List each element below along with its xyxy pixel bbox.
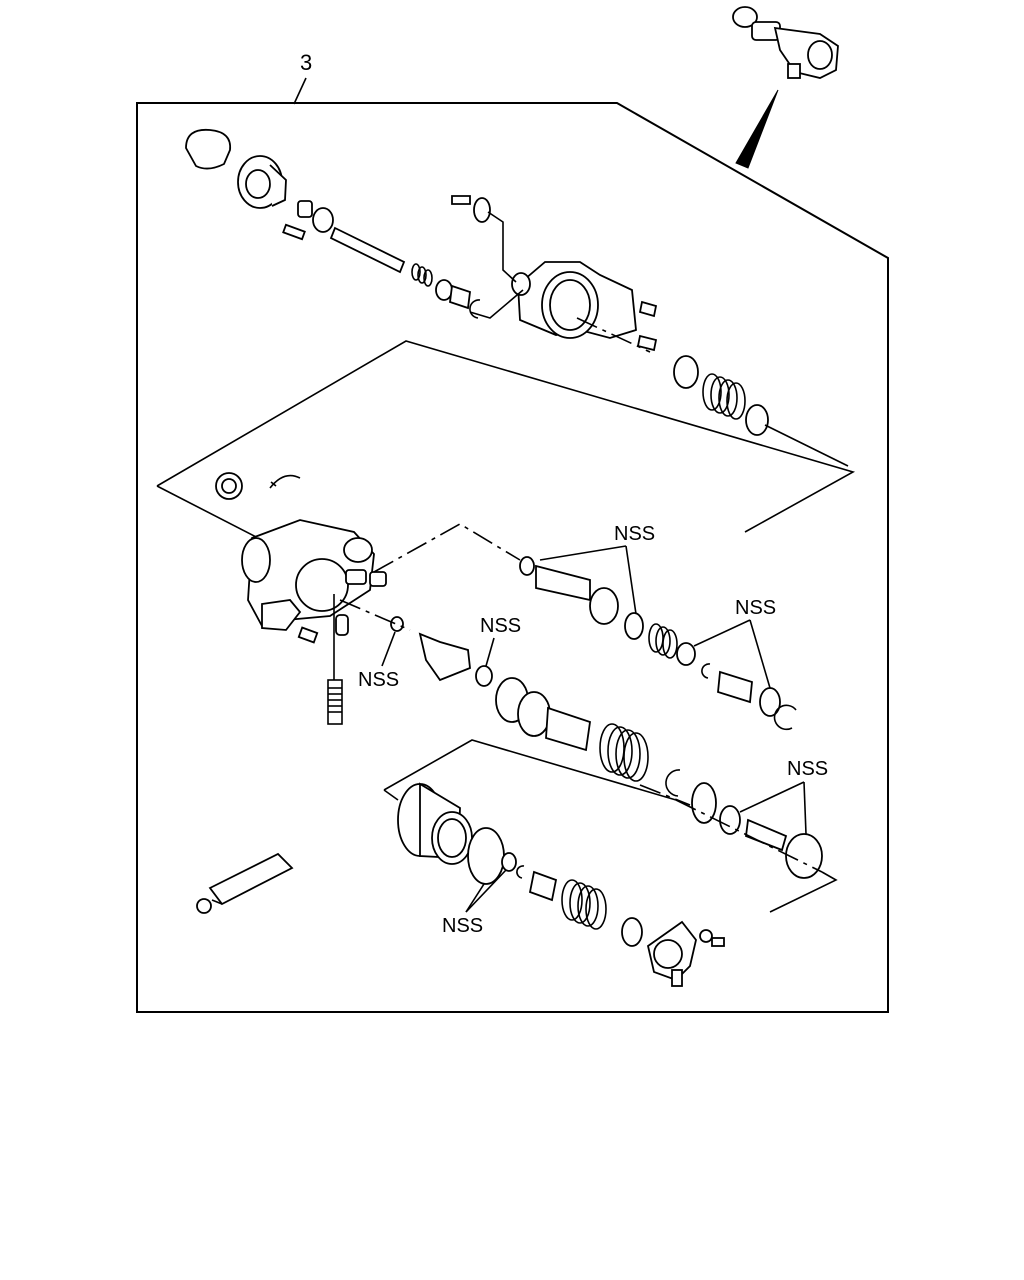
callout-3-leader — [293, 77, 307, 105]
nss-label-lower-right: NSS — [787, 758, 828, 780]
reference-pointer-arrow — [735, 89, 779, 169]
nss-2-leaders — [693, 619, 771, 689]
kit-outline-frame — [136, 102, 889, 1013]
nss-label-plunger: NSS — [480, 615, 521, 637]
middle-group-link — [156, 485, 263, 541]
nss-label-lower-left: NSS — [442, 915, 483, 937]
middle-group-outline — [156, 340, 856, 533]
nss-label-upper-spool: NSS — [614, 523, 655, 545]
lower-parts-group — [196, 782, 823, 987]
nss-1-leaders — [539, 545, 637, 615]
middle-parts-group — [215, 472, 797, 806]
nss-3-leader — [485, 637, 495, 667]
reference-assembly-top-right — [732, 6, 839, 79]
lower-group-outline — [383, 739, 677, 801]
upper-parts-group — [185, 128, 849, 467]
nss-label-left-ring: NSS — [358, 669, 399, 691]
callout-number-3: 3 — [300, 50, 312, 75]
nss-5-leaders — [739, 781, 807, 835]
nss-4-leader — [381, 631, 396, 667]
nss-6-leaders — [465, 869, 507, 913]
lower-group-outline-right — [769, 871, 838, 913]
nss-label-right-spool: NSS — [735, 597, 776, 619]
